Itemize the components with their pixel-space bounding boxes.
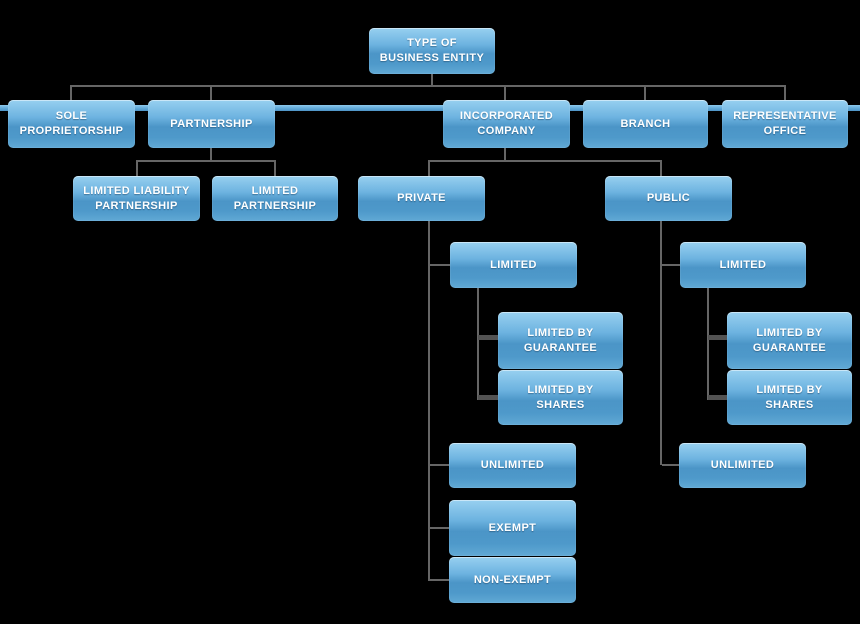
connector-line	[478, 395, 498, 400]
connector-line	[136, 162, 138, 176]
node-partnership: PARTNERSHIP	[148, 100, 275, 148]
connector-line	[708, 335, 727, 340]
connector-line	[430, 579, 450, 581]
connector-line	[136, 160, 276, 162]
connector-line	[784, 87, 786, 100]
node-public-limited-by-shares: LIMITED BY SHARES	[727, 370, 852, 425]
node-exempt: EXEMPT	[449, 500, 576, 556]
connector-line	[210, 87, 212, 100]
node-private-limited: LIMITED	[450, 242, 577, 288]
connector-line	[504, 87, 506, 100]
connector-line	[428, 160, 662, 162]
connector-line	[274, 162, 276, 176]
connector-line	[431, 74, 433, 86]
node-private-limited-by-guarantee: LIMITED BY GUARANTEE	[498, 312, 623, 369]
connector-line	[430, 264, 451, 266]
connector-line	[660, 162, 662, 465]
node-branch: BRANCH	[583, 100, 708, 148]
connector-line	[662, 464, 680, 466]
connector-line	[430, 527, 450, 529]
connector-line	[644, 87, 646, 100]
connector-line	[210, 148, 212, 161]
node-public-limited: LIMITED	[680, 242, 806, 288]
node-public-unlimited: UNLIMITED	[679, 443, 806, 488]
node-public-limited-by-guarantee: LIMITED BY GUARANTEE	[727, 312, 852, 369]
connector-line	[708, 395, 727, 400]
node-incorporated-company: INCORPORATED COMPANY	[443, 100, 570, 148]
connector-line	[504, 148, 506, 161]
node-representative-office: REPRESENTATIVE OFFICE	[722, 100, 848, 148]
connector-line	[477, 288, 479, 400]
node-public: PUBLIC	[605, 176, 732, 221]
connector-line	[478, 335, 498, 340]
connector-line	[428, 162, 430, 581]
connector-line	[70, 85, 786, 87]
node-non-exempt: NON-EXEMPT	[449, 557, 576, 603]
node-limited-partnership: LIMITED PARTNERSHIP	[212, 176, 338, 221]
connector-line	[707, 288, 709, 400]
node-private-limited-by-shares: LIMITED BY SHARES	[498, 370, 623, 425]
connector-line	[70, 87, 72, 100]
node-private-unlimited: UNLIMITED	[449, 443, 576, 488]
row-connector-ribbon	[0, 105, 860, 111]
node-limited-liability-partnership: LIMITED LIABILITY PARTNERSHIP	[73, 176, 200, 221]
connector-line	[662, 264, 681, 266]
node-private: PRIVATE	[358, 176, 485, 221]
connector-line	[430, 464, 450, 466]
node-type-of-business-entity: TYPE OF BUSINESS ENTITY	[369, 28, 495, 74]
node-sole-proprietorship: SOLE PROPRIETORSHIP	[8, 100, 135, 148]
